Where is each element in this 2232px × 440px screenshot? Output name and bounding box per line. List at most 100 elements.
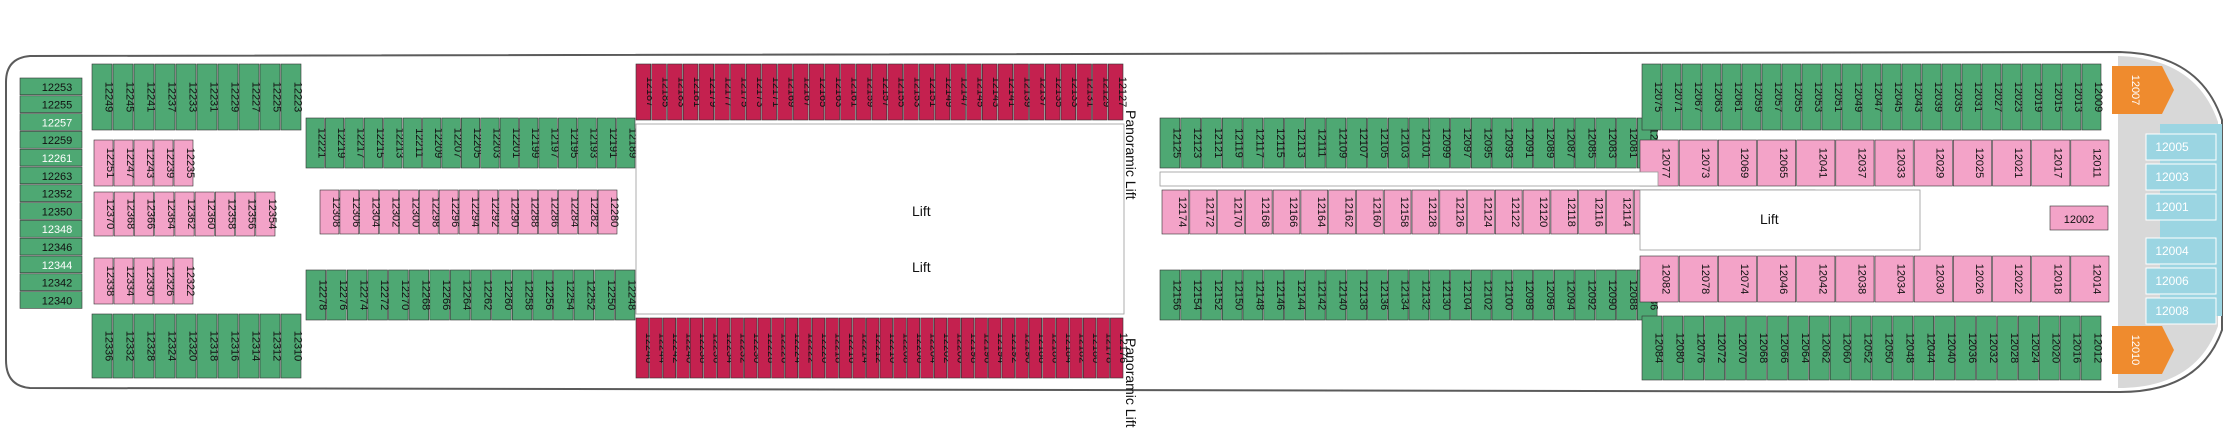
cabin-12109[interactable] bbox=[1325, 117, 1347, 169]
cabin-12338[interactable] bbox=[93, 257, 114, 305]
cabin-12308[interactable] bbox=[319, 189, 340, 235]
cabin-12095[interactable] bbox=[1471, 117, 1492, 169]
cabin-12213[interactable] bbox=[383, 117, 403, 169]
cabin-12215[interactable] bbox=[363, 117, 383, 169]
cabin-12298[interactable] bbox=[418, 189, 439, 235]
cabin-12278[interactable] bbox=[305, 269, 326, 321]
cabin-12218[interactable] bbox=[825, 317, 839, 379]
cabin-12189[interactable] bbox=[616, 117, 636, 169]
cabin-12042[interactable] bbox=[1796, 255, 1836, 303]
cabin-12176[interactable] bbox=[1110, 317, 1124, 379]
cabin-12019[interactable] bbox=[2021, 63, 2042, 131]
cabin-12100[interactable] bbox=[1491, 269, 1513, 321]
cabin-12016[interactable] bbox=[2059, 315, 2081, 381]
cabin-12007[interactable] bbox=[2112, 66, 2174, 114]
cabin-12364[interactable] bbox=[154, 191, 175, 237]
cabin-12227[interactable] bbox=[238, 63, 260, 131]
cabin-12151[interactable] bbox=[919, 63, 935, 121]
cabin-12204[interactable] bbox=[920, 317, 934, 379]
cabin-12348[interactable] bbox=[19, 220, 83, 238]
cabin-12336[interactable] bbox=[91, 313, 113, 379]
cabin-12036[interactable] bbox=[1955, 315, 1976, 381]
cabin-12232[interactable] bbox=[730, 317, 744, 379]
cabin-12300[interactable] bbox=[399, 189, 419, 235]
cabin-12288[interactable] bbox=[518, 189, 538, 235]
cabin-12208[interactable] bbox=[893, 317, 907, 379]
cabin-12140[interactable] bbox=[1325, 269, 1347, 321]
cabin-12263[interactable] bbox=[19, 166, 83, 185]
cabin-12326[interactable] bbox=[153, 257, 174, 305]
cabin-12191[interactable] bbox=[596, 117, 616, 169]
cabin-12075[interactable] bbox=[1641, 63, 1662, 131]
cabin-12197[interactable] bbox=[538, 117, 558, 169]
cabin-12344[interactable] bbox=[19, 255, 83, 274]
cabin-12340[interactable] bbox=[19, 291, 83, 309]
cabin-12144[interactable] bbox=[1284, 269, 1305, 321]
cabin-12248[interactable] bbox=[615, 269, 636, 321]
cabin-12221[interactable] bbox=[305, 117, 325, 169]
cabin-12236[interactable] bbox=[703, 317, 717, 379]
cabin-12252[interactable] bbox=[573, 269, 594, 321]
cabin-12018[interactable] bbox=[2031, 255, 2071, 303]
cabin-12231[interactable] bbox=[196, 63, 218, 131]
cabin-12200[interactable] bbox=[947, 317, 961, 379]
cabin-12015[interactable] bbox=[2041, 63, 2062, 131]
cabin-12316[interactable] bbox=[217, 313, 239, 379]
cabin-12034[interactable] bbox=[1874, 255, 1914, 303]
cabin-12082[interactable] bbox=[1639, 255, 1679, 303]
cabin-12118[interactable] bbox=[1550, 189, 1579, 235]
cabin-12156[interactable] bbox=[1159, 269, 1181, 321]
cabin-12224[interactable] bbox=[784, 317, 798, 379]
cabin-12237[interactable] bbox=[154, 63, 176, 131]
cabin-12173[interactable] bbox=[745, 63, 762, 121]
cabin-12244[interactable] bbox=[649, 317, 663, 379]
cabin-12133[interactable] bbox=[1060, 63, 1076, 121]
cabin-12044[interactable] bbox=[1913, 315, 1935, 381]
cabin-12294[interactable] bbox=[458, 189, 479, 235]
cabin-12259[interactable] bbox=[19, 131, 83, 149]
cabin-12083[interactable] bbox=[1595, 117, 1616, 169]
cabin-12134[interactable] bbox=[1388, 269, 1409, 321]
cabin-12261[interactable] bbox=[19, 148, 83, 167]
cabin-12102[interactable] bbox=[1471, 269, 1492, 321]
cabin-12115[interactable] bbox=[1263, 117, 1284, 169]
cabin-12062[interactable] bbox=[1809, 315, 1830, 381]
cabin-12268[interactable] bbox=[408, 269, 430, 321]
cabin-12226[interactable] bbox=[771, 317, 785, 379]
cabin-12220[interactable] bbox=[811, 317, 826, 379]
cabin-12219[interactable] bbox=[325, 117, 345, 169]
cabin-12098[interactable] bbox=[1512, 269, 1533, 321]
cabin-12121[interactable] bbox=[1201, 117, 1222, 169]
cabin-12149[interactable] bbox=[934, 63, 951, 121]
cabin-12028[interactable] bbox=[1997, 315, 2018, 381]
cabin-12217[interactable] bbox=[344, 117, 364, 169]
cabin-12148[interactable] bbox=[1242, 269, 1264, 321]
cabin-12030[interactable] bbox=[1913, 255, 1953, 303]
cabin-12092[interactable] bbox=[1574, 269, 1596, 321]
cabin-12179[interactable] bbox=[698, 63, 714, 121]
cabin-12270[interactable] bbox=[388, 269, 409, 321]
cabin-12260[interactable] bbox=[491, 269, 512, 321]
cabin-12282[interactable] bbox=[577, 189, 598, 235]
cabin-12012[interactable] bbox=[2080, 315, 2102, 381]
cabin-12041[interactable] bbox=[1796, 139, 1836, 187]
cabin-12141[interactable] bbox=[997, 63, 1014, 121]
cabin-12061[interactable] bbox=[1721, 63, 1742, 131]
cabin-12175[interactable] bbox=[730, 63, 746, 121]
cabin-12039[interactable] bbox=[1921, 63, 1942, 131]
cabin-12057[interactable] bbox=[1761, 63, 1782, 131]
cabin-12158[interactable] bbox=[1383, 189, 1412, 235]
cabin-12114[interactable] bbox=[1606, 189, 1634, 235]
cabin-12206[interactable] bbox=[906, 317, 920, 379]
cabin-12096[interactable] bbox=[1533, 269, 1554, 321]
cabin-12274[interactable] bbox=[346, 269, 368, 321]
cabin-12135[interactable] bbox=[1045, 63, 1061, 121]
cabin-12168[interactable] bbox=[1245, 189, 1273, 235]
cabin-12072[interactable] bbox=[1704, 315, 1725, 381]
cabin-12055[interactable] bbox=[1781, 63, 1802, 131]
cabin-12099[interactable] bbox=[1429, 117, 1450, 169]
cabin-12060[interactable] bbox=[1829, 315, 1851, 381]
cabin-12136[interactable] bbox=[1367, 269, 1388, 321]
cabin-12040[interactable] bbox=[1934, 315, 1955, 381]
cabin-12053[interactable] bbox=[1801, 63, 1822, 131]
